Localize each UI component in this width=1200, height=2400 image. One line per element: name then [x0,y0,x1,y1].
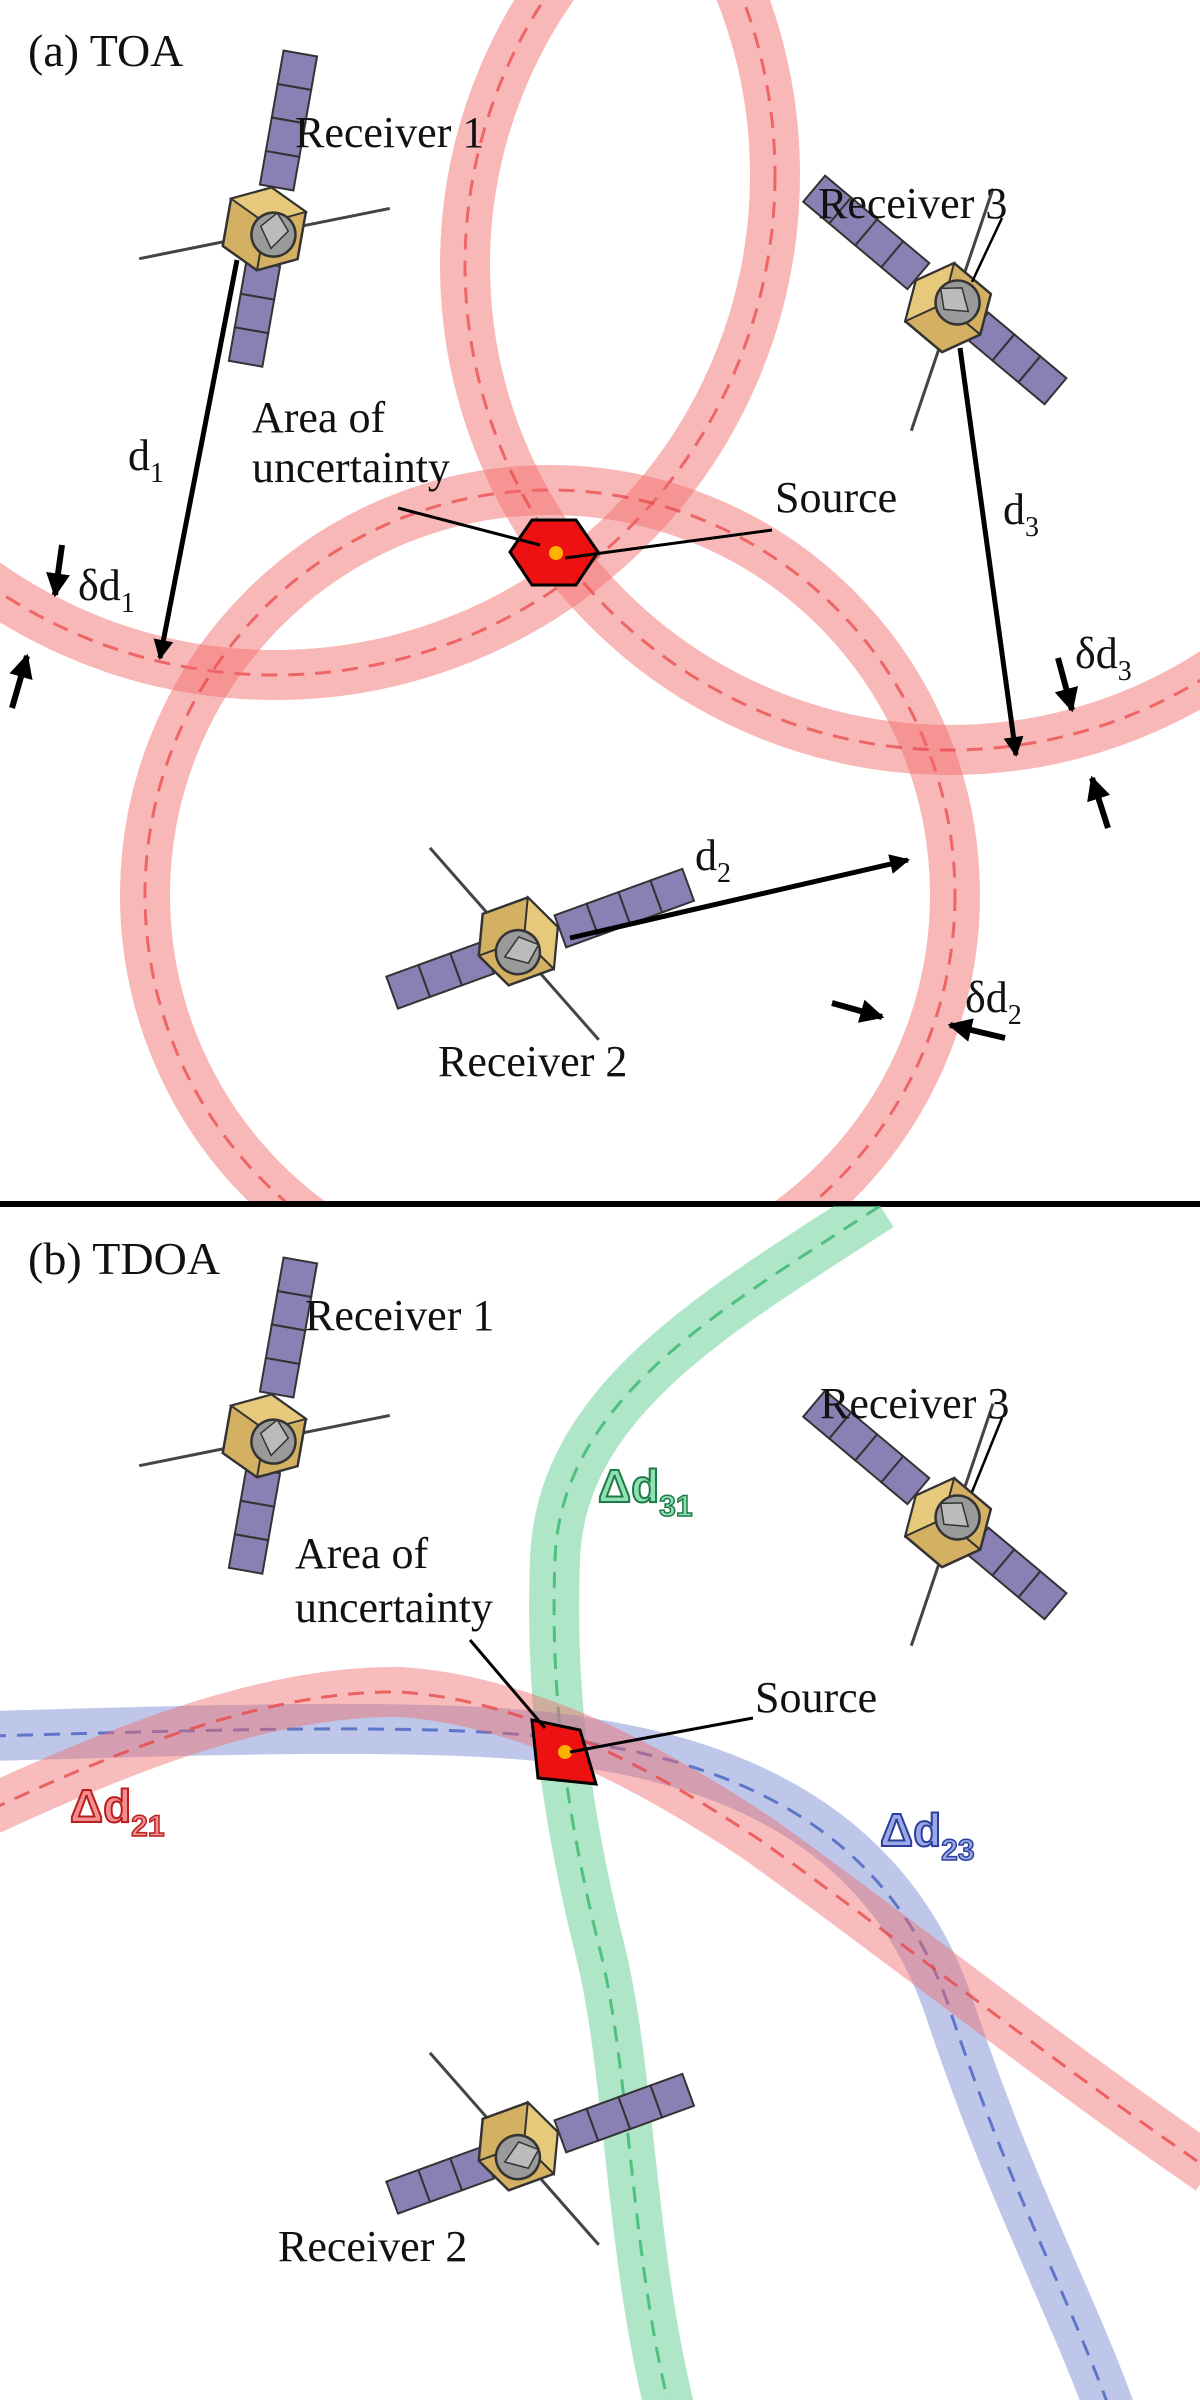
range-band-receiver-3 [440,0,1200,775]
width-arrows-dd2 [831,999,1006,1042]
receiver-1-label: Receiver 1 [295,108,484,157]
leader-source [564,528,773,560]
source-marker-tdoa [530,1718,599,1786]
receiver-3-label-tdoa: Receiver 3 [820,1379,1009,1428]
receiver-2-label-tdoa: Receiver 2 [278,2222,467,2271]
source-label-tdoa: Source [755,1673,877,1722]
label-dd31: Δd31 [598,1460,693,1523]
area-of-uncertainty-label-line1: Area of [252,393,385,442]
receiver-3-label: Receiver 3 [818,179,1007,228]
label-d1: d1 [128,431,164,489]
label-d2: d2 [695,831,731,889]
receiver-1-label-tdoa: Receiver 1 [305,1291,494,1340]
panel-b-title: (b) TDOA [28,1233,220,1284]
hyperbola-band-dd21 [0,1666,1200,2191]
leader-source-tdoa [569,1716,754,1754]
label-dd3: δd3 [1075,629,1132,687]
area-of-uncertainty-label-tdoa-line1: Area of [295,1529,428,1578]
receiver-1-satellite [122,30,416,386]
leader-area-of-uncertainty [397,506,541,547]
width-arrows-dd1 [9,544,70,709]
panel-a-title: (a) TOA [28,25,183,76]
range-band-receiver-1 [0,0,800,700]
panel-a-toa: (a) TOA Receiver 1 Receiver 3 Receiver 2… [0,0,1200,1202]
label-dd23: Δd23 [880,1804,975,1867]
leader-receiver-3-tdoa [970,1417,1004,1493]
distance-arrow-d1 [153,259,240,660]
label-dd1: δd1 [78,561,135,619]
range-band-receiver-2 [120,465,980,1202]
label-dd21: Δd21 [70,1780,165,1843]
panel-b-tdoa: (b) TDOA Receiver 1 Receiver 3 Receiver … [0,1206,1200,2400]
hyperbola-band-dd23 [0,1703,1133,2400]
area-of-uncertainty-label-line2: uncertainty [252,443,450,492]
distance-arrow-d3 [957,347,1024,757]
leader-receiver-3 [970,217,1004,283]
source-label: Source [775,473,897,522]
receiver-3-satellite-tdoa [733,1314,1131,1702]
receiver-2-label: Receiver 2 [438,1037,627,1086]
label-dd2: δd2 [965,973,1022,1031]
source-marker [508,518,600,587]
width-arrows-dd3 [1054,657,1111,829]
area-of-uncertainty-label-tdoa-line2: uncertainty [295,1583,493,1632]
leader-area-of-uncertainty-tdoa [468,1639,547,1729]
label-d3: d3 [1003,485,1039,543]
distance-arrow-d2 [569,854,910,941]
